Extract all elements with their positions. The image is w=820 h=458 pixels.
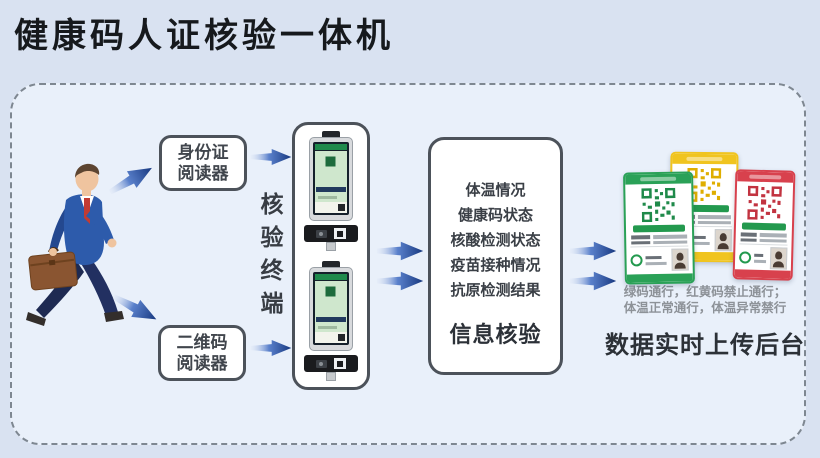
- red-health-code-card: [732, 169, 796, 281]
- walking-person-illustration: [26, 163, 124, 326]
- id-card-reader-label-line2: 阅读器: [177, 164, 229, 183]
- verification-terminal-device: [302, 131, 360, 251]
- data-upload-label: 数据实时上传后台: [605, 332, 805, 359]
- id-card-reader-box: 身份证 阅读器: [159, 135, 247, 191]
- arrow-terminal-to-info-icon: [376, 239, 424, 263]
- pass-rule-line2: 体温正常通行，体温异常禁行: [623, 301, 787, 315]
- information-verification-box: 体温情况 健康码状态 核酸检测状态 疫苗接种情况 抗原检测结果 信息核验: [428, 137, 563, 375]
- card-status-bar: [742, 222, 786, 231]
- device-camera-icon: [322, 261, 340, 268]
- verification-terminal-device: [302, 261, 360, 381]
- info-item-antigen: 抗原检测结果: [450, 282, 541, 299]
- result-captions: 绿码通行，红黄码禁止通行； 体温正常通行，体温异常禁行 数据实时上传后台: [598, 284, 812, 360]
- page-title: 健康码人证核验一体机: [14, 17, 394, 55]
- device-stand: [326, 372, 336, 381]
- id-card-reader-label-line1: 身份证: [177, 142, 229, 162]
- arrow-id-reader-to-terminal-icon: [250, 145, 292, 169]
- qr-code-reader-box: 二维码 阅读器: [158, 325, 246, 381]
- arrow-info-to-result-icon: [569, 239, 617, 263]
- pass-rule-line1: 绿码通行，红黄码禁止通行；: [623, 285, 787, 299]
- verification-terminal-box: [292, 122, 370, 390]
- card-id-photo: [769, 247, 788, 270]
- device-screen: [313, 142, 349, 215]
- briefcase: [28, 251, 78, 291]
- arrow-qr-reader-to-terminal-icon: [250, 336, 292, 360]
- information-verification-title: 信息核验: [449, 322, 542, 347]
- green-health-code-card: [623, 171, 695, 285]
- qr-code-reader-label-line2: 阅读器: [176, 354, 228, 373]
- qr-code-reader-label-line1: 二维码: [176, 332, 228, 352]
- info-item-vaccination: 疫苗接种情况: [450, 257, 541, 274]
- card-status-bar: [633, 224, 685, 233]
- device-card-reader-module: [304, 225, 358, 242]
- info-item-nucleic-acid: 核酸检测状态: [450, 232, 541, 249]
- card-id-photo: [714, 229, 732, 252]
- device-screen: [313, 272, 349, 345]
- device-screen-qr-icon: [324, 155, 337, 168]
- red-card-qr-icon: [747, 186, 782, 221]
- device-card-reader-module: [304, 355, 358, 372]
- device-screen-qr-icon: [324, 285, 337, 298]
- arrow-terminal-to-info-icon: [376, 269, 424, 293]
- device-camera-icon: [322, 131, 340, 138]
- device-stand: [326, 242, 336, 251]
- card-badge-icon: [630, 254, 643, 267]
- info-item-health-code: 健康码状态: [457, 207, 533, 224]
- info-item-temperature: 体温情况: [465, 182, 526, 199]
- terminal-vertical-label: 核验终端: [260, 191, 284, 316]
- card-id-photo: [671, 248, 689, 271]
- green-card-qr-icon: [641, 188, 676, 223]
- card-badge-icon: [738, 251, 752, 264]
